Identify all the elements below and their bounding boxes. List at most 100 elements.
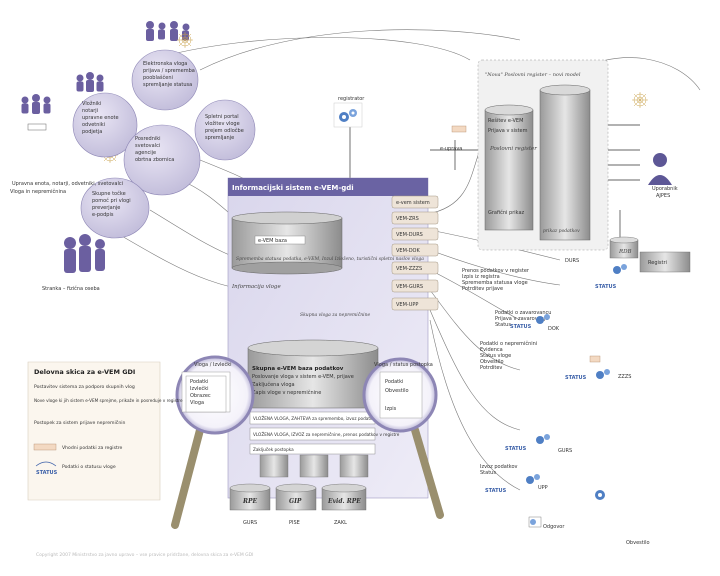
list-item: Podatki o zavarovancu: [495, 310, 551, 316]
rdb-label: RDB: [618, 249, 632, 255]
gurs-label: GURS: [558, 448, 572, 454]
gear-icon: [544, 314, 550, 320]
bubble-line: spremljanje: [205, 135, 234, 141]
user-right-icon: [648, 153, 672, 185]
rdb-group: [609, 236, 691, 273]
sign-label: Vloga in nepremičnina: [10, 188, 66, 195]
tab-vem-zrs[interactable]: VEM-ZRS: [391, 211, 439, 225]
right-sub-label: Rešitev e-VEM: [488, 117, 523, 124]
gear-icon: [613, 266, 621, 274]
center-title: Informacijski sistem e-VEM-gdi: [232, 184, 354, 192]
bubble: [72, 92, 138, 158]
bubble-line: Skupne točke: [92, 190, 126, 197]
gear-icon: [596, 371, 604, 379]
gear-icon: [333, 102, 363, 128]
bubble-text-4: Skupne točke pomoč pri vlogi preverjanje…: [92, 190, 131, 218]
legend-line: Postavitev sistema za podporo skupnih vl…: [34, 384, 135, 390]
tab-label: VEM-ZZZS: [396, 266, 422, 272]
tab-stack: e-vem sistem VEM-ZRS VEM-DURS VEM-DOK VE…: [391, 195, 439, 311]
magnifier-left-icon: [171, 355, 255, 529]
odgovor-icon: [528, 516, 542, 528]
status-label: STATUS: [510, 324, 532, 330]
db-sub-label: PISE: [289, 520, 300, 526]
right-gp-label: Grafični prikaz: [488, 209, 525, 216]
list-item: Status: [495, 322, 511, 328]
db-sub-label: GURS: [243, 520, 257, 526]
web-icon: [177, 32, 193, 48]
sub-box-text: Zaključek postopka: [253, 447, 294, 452]
register-db-left-icon: [484, 104, 534, 231]
doc-tag-icon: [33, 443, 57, 451]
bubble-line: pomoč pri vlogi: [92, 197, 131, 204]
web-icon: [632, 92, 648, 108]
status-marker: STATUS: [510, 314, 550, 330]
tab-vem-durs[interactable]: VEM-DURS: [391, 227, 439, 241]
tab-evem[interactable]: e-vem sistem: [391, 195, 439, 209]
upp-label: UPP: [538, 485, 548, 491]
tab-vem-zzzs[interactable]: VEM-ZZZS: [391, 261, 439, 275]
bubble-line: prejem odločbe: [205, 127, 244, 134]
tab-label: VEM-ZRS: [396, 216, 419, 222]
list-item: Obvestilo: [480, 359, 504, 365]
db-evid-icon: [321, 483, 367, 511]
list-item: Izvoz podatkov: [480, 464, 518, 470]
big-db-line: Zapis vloge v nepremičnine: [252, 389, 321, 396]
sub-box-text: VLOŽENA VLOGA, ZAHTEVA za spremembo, izv…: [253, 416, 399, 421]
tab-label: VEM-DURS: [396, 232, 423, 238]
status-marker: STATUS: [565, 369, 610, 381]
bubble-line: Elektronska vloga: [143, 61, 187, 67]
evem-db-bottom: Informacija vloge: [231, 284, 281, 290]
tab-vem-dok[interactable]: VEM-DOK: [391, 243, 439, 257]
user-sub-label: AJPES: [656, 193, 670, 199]
tab-label: VEM-DOK: [396, 248, 420, 254]
lens-right-label: Vloga / status postopka: [374, 362, 433, 368]
tab-vem-upp[interactable]: VEM-UPP: [391, 297, 439, 311]
left-labels: Upravna enota, notarji, odvetniki, sveto…: [10, 123, 123, 292]
bubble-text-2: Spletni portal vložitev vloge prejem odl…: [205, 114, 244, 141]
big-db-line: Poslovanje vloga v sistem e-VEM, prijave: [252, 374, 354, 380]
gear-icon: [526, 476, 534, 484]
legend-item: Vhodni podatki za registre: [62, 445, 123, 451]
db-label: GIP: [289, 498, 302, 505]
bubble-cluster: Elektronska vloga prijava / sprememba po…: [72, 49, 256, 239]
right-list-3: Izvoz podatkov Status: [480, 464, 518, 476]
doc-tag-icon: [451, 125, 467, 133]
tab-label: VEM-UPP: [396, 302, 418, 308]
legend-line: Postopek za sistem prijave nepremičnin: [34, 419, 126, 426]
evem-db-desc: Sprememba statusa podatka, e-VEM, Inzul …: [236, 255, 424, 262]
doc-line: Podatki: [385, 379, 403, 385]
db-label: RPE: [242, 498, 257, 505]
status-markers: STATUS STATUS DOK STATUS ZZZS STATUS GUR…: [485, 264, 631, 494]
status-marker: STATUS: [485, 474, 540, 494]
bubble-text-1: Vložniki notarji upravne enote odvetniki…: [82, 100, 119, 135]
bubble-line: preverjanje: [92, 205, 120, 211]
sub-box: [249, 443, 376, 455]
bubble: [131, 49, 199, 111]
doc-line: Obrazec: [190, 393, 211, 399]
list-item: Prenos podatkov v register: [462, 268, 530, 274]
legend-status: STATUS: [36, 470, 58, 476]
list-item: Prijava v zavarovanje: [495, 316, 548, 322]
tab-vem-gurs[interactable]: VEM-GURS: [391, 279, 439, 293]
list-item: Podatki o nepremičnini: [480, 340, 537, 347]
bubble-line: agencije: [135, 150, 156, 156]
right-sub2-label: Prijava v sistem: [488, 128, 528, 134]
bubble-line: spremljanje statusa: [143, 82, 192, 88]
bubble: [123, 124, 201, 196]
status-arrow-icon: [35, 461, 57, 467]
bubble-line: pooblaščeni: [143, 74, 173, 81]
status-label: STATUS: [485, 488, 507, 494]
right-list-0: Prenos podatkov v register Izpis iz regi…: [462, 268, 530, 292]
legend-line: Nove vloge ki jih sistem e-VEM sprejme, …: [34, 398, 183, 403]
tab-label: VEM-GURS: [396, 284, 423, 290]
client-label: Stranka – fizična oseba: [42, 285, 100, 292]
doc-line: Podatki: [190, 379, 208, 385]
bubble-line: obrtna zbornica: [135, 157, 174, 163]
tab-label: e-vem sistem: [396, 200, 430, 206]
list-item: Potrditev prijave: [462, 286, 503, 292]
status-label: STATUS: [565, 375, 587, 381]
gear-icon: [536, 316, 544, 324]
legend-panel: Delovna skica za e-VEM GDI Postavitev si…: [27, 361, 183, 501]
gear-icon: [536, 436, 544, 444]
dok-label: DOK: [548, 326, 560, 332]
